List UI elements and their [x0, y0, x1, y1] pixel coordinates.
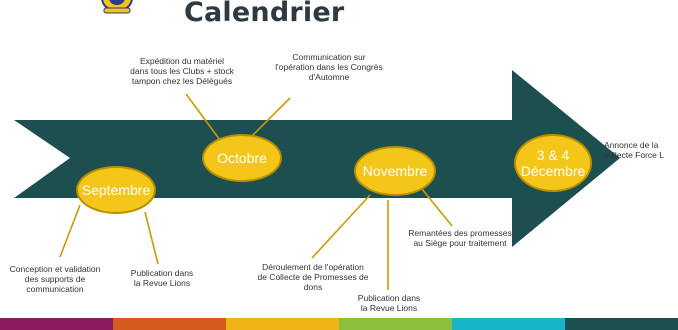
milestone-decembre-line2: Décembre: [520, 163, 586, 179]
connector-remontees: [417, 183, 453, 227]
connector-deroulement: [311, 194, 371, 259]
milestone-decembre-line1: 3 & 4: [536, 146, 570, 163]
note-line: communication: [26, 284, 84, 295]
note-line: Conception et validation: [9, 264, 101, 274]
note-line: au Siège pour traitement: [413, 238, 507, 249]
note-line: dans tous les Clubs + stock: [130, 66, 234, 77]
color-band-segment: [565, 318, 678, 330]
page-title: Calendrier: [184, 0, 345, 28]
connector-publication-sept: [144, 211, 159, 265]
note-conception: Conception et validation des supports de…: [0, 264, 110, 295]
connectors: [59, 93, 453, 290]
connector-expedition: [185, 93, 221, 141]
connector-conception: [59, 204, 81, 258]
note-line: la Revue Lions: [360, 303, 418, 314]
color-band-segment: [0, 318, 113, 330]
note-line: collecte Force L: [604, 150, 664, 161]
note-line: d'Automne: [308, 72, 350, 83]
milestone-septembre: Septembre: [76, 166, 156, 214]
milestone-decembre: 3 & 4 Décembre: [514, 134, 592, 192]
note-line: Publication dans: [130, 268, 194, 278]
note-line: de Collecte de Promesses de: [257, 272, 369, 283]
note-publication-novembre: Publication dans la Revue Lions: [346, 293, 432, 313]
note-annonce: Annonce de la collecte Force L: [604, 140, 678, 160]
note-communication: Communication sur l'opération dans les C…: [262, 52, 396, 83]
note-deroulement: Déroulement de l'opération de Collecte d…: [248, 262, 378, 293]
note-line: Déroulement de l'opération: [262, 262, 364, 272]
note-line: tampon chez les Délégués: [131, 76, 233, 87]
note-line: Publication dans: [357, 293, 421, 303]
color-band-segment: [452, 318, 565, 330]
note-line: Remantées des promesses: [408, 228, 512, 238]
note-remontees: Remantées des promesses au Siège pour tr…: [400, 228, 520, 248]
color-band-segment: [226, 318, 339, 330]
note-line: Annonce de la: [604, 140, 659, 150]
color-band-segment: [339, 318, 452, 330]
color-band-segment: [113, 318, 226, 330]
arrow-shape: [14, 70, 620, 247]
note-line: la Revue Lions: [133, 278, 191, 289]
note-line: Communication sur: [292, 52, 366, 62]
note-publication-septembre: Publication dans la Revue Lions: [120, 268, 204, 288]
note-line: l'opération dans les Congrès: [275, 62, 383, 73]
note-line: Expédition du matériel: [139, 56, 225, 66]
milestone-novembre: Novembre: [354, 146, 436, 196]
note-line: dons: [303, 282, 323, 293]
note-expedition: Expédition du matériel dans tous les Clu…: [118, 56, 246, 87]
note-line: des supports de: [24, 274, 86, 285]
logo-icon: [101, 0, 133, 14]
connector-communication: [249, 97, 291, 139]
milestone-octobre: Octobre: [202, 134, 282, 182]
